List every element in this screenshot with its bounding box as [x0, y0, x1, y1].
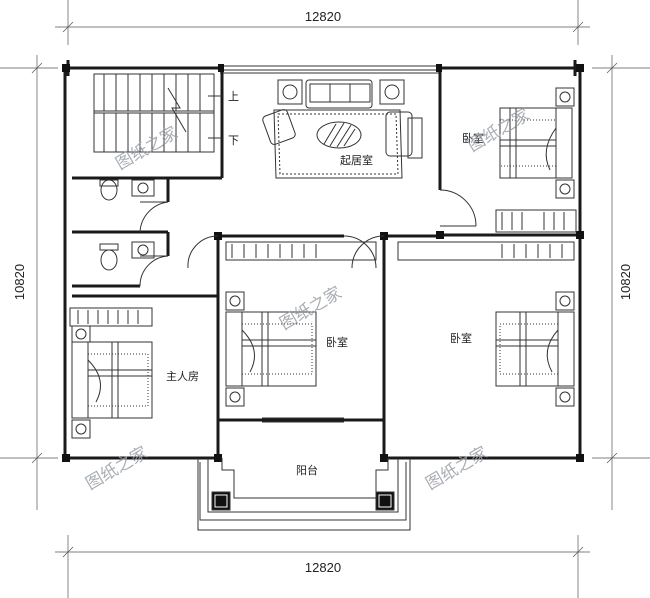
bedroom-ne-furniture [495, 87, 577, 233]
watermark-sw: 图纸之家 [83, 443, 152, 494]
living-room-furniture [262, 79, 423, 179]
interior-walls [72, 70, 580, 458]
dimension-bottom: 12820 [305, 560, 341, 575]
watermark-se: 图纸之家 [423, 443, 492, 494]
master-bedroom-furniture [69, 307, 153, 439]
bedroom-center-label: 卧室 [326, 335, 348, 349]
bedroom-east-furniture [397, 241, 575, 407]
balcony-outline [197, 458, 411, 531]
bedroom-east-label: 卧室 [450, 331, 472, 345]
balcony-label: 阳台 [296, 463, 318, 477]
stair-up-label: 上 [228, 90, 239, 103]
window-living-room [220, 65, 440, 74]
bedroom-center-furniture [225, 241, 377, 423]
dimension-top: 12820 [305, 9, 341, 24]
dimension-left: 10820 [12, 264, 27, 300]
watermark-center: 图纸之家 [277, 283, 346, 334]
bathroom-fixtures [99, 179, 155, 271]
bedroom-ne-label: 卧室 [462, 131, 484, 145]
staircase [93, 73, 222, 153]
master-bedroom-label: 主人房 [166, 370, 199, 383]
living-room-label: 起居室 [340, 153, 373, 167]
dimension-right: 10820 [618, 264, 633, 300]
door-swings [139, 189, 477, 287]
watermark-bedroom-ne: 图纸之家 [465, 105, 534, 156]
watermark-stairs: 图纸之家 [113, 123, 182, 174]
stair-down-label: 下 [228, 134, 239, 147]
